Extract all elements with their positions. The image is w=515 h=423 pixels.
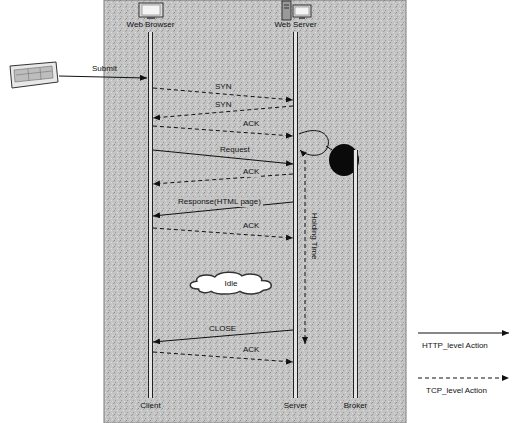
cloud-text-box: Idle bbox=[186, 271, 276, 295]
lifeline-role: Server bbox=[284, 401, 308, 411]
cloud-shape: Idle bbox=[186, 271, 276, 295]
tcp-message-arrow bbox=[153, 174, 293, 184]
cloud-path bbox=[190, 272, 271, 294]
message-label: ACK bbox=[241, 119, 261, 129]
message-label: ACK bbox=[241, 221, 261, 231]
lifeline-role: Broker bbox=[344, 401, 368, 411]
message-label: SYN bbox=[213, 100, 233, 110]
tcp-message-arrow bbox=[153, 228, 293, 238]
legend-text: TCP_level Action bbox=[426, 386, 487, 396]
lifeline: Broker bbox=[353, 150, 358, 398]
loop-link bbox=[326, 146, 332, 150]
message-label: Response(HTML page) bbox=[176, 197, 263, 207]
lifeline-heading: Web Browser bbox=[127, 20, 175, 30]
lifeline: Web BrowserClient bbox=[148, 32, 153, 398]
message-label: ACK bbox=[241, 167, 261, 177]
lifeline-role: Client bbox=[140, 401, 160, 411]
message-label: ACK bbox=[241, 345, 261, 355]
lifeline: Web ServerServer bbox=[293, 32, 298, 398]
lifeline-heading: Web Server bbox=[274, 20, 316, 30]
time-span-label: Holding Time bbox=[309, 213, 319, 260]
terminal-icon bbox=[10, 62, 58, 88]
message-label: CLOSE bbox=[207, 324, 238, 334]
holding-span bbox=[305, 160, 306, 344]
action-label: Submit bbox=[92, 64, 117, 74]
legend-solid-sample bbox=[418, 333, 509, 334]
message-label: SYN bbox=[213, 82, 233, 92]
legend-text: HTTP_level Action bbox=[422, 341, 488, 351]
submit-arrow bbox=[59, 76, 147, 78]
server-icon bbox=[282, 1, 311, 20]
tcp-message-arrow bbox=[153, 126, 293, 136]
cloud-label: Idle bbox=[225, 279, 238, 288]
panel-ground bbox=[104, 0, 406, 423]
legend-dashed-sample bbox=[418, 378, 509, 379]
browser-icon bbox=[139, 3, 163, 19]
tcp-message-arrow bbox=[153, 352, 293, 362]
loop-arrow bbox=[299, 131, 328, 156]
message-label: Request bbox=[218, 145, 252, 155]
